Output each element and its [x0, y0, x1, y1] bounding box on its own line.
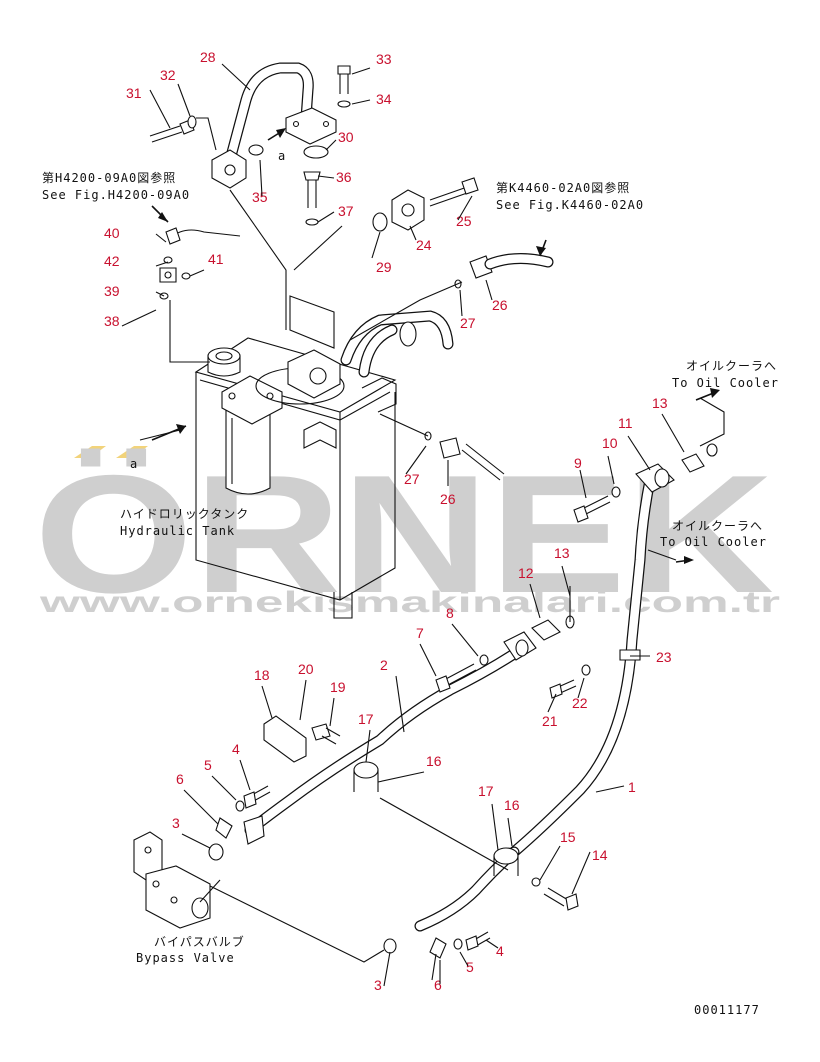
- callout-35: 35: [252, 189, 268, 205]
- callout-20: 20: [298, 661, 314, 677]
- callout-27a: 27: [460, 315, 476, 331]
- hydraulic-tank: [194, 295, 454, 619]
- callout-13a: 13: [652, 395, 668, 411]
- callout-18: 18: [254, 667, 270, 683]
- callout-23: 23: [656, 649, 672, 665]
- callout-41: 41: [208, 251, 224, 267]
- callout-31: 31: [126, 85, 142, 101]
- callout-3a: 3: [172, 815, 180, 831]
- part-callouts: 1 2 3 3 4 4 5 5 6 6 7 8 9 10 11 12 13 13…: [104, 49, 672, 993]
- bypass-valve-label-en: Bypass Valve: [136, 951, 235, 965]
- bypass-valve: [133, 831, 211, 929]
- callout-9: 9: [574, 455, 582, 471]
- callout-38: 38: [104, 313, 120, 329]
- callout-5a: 5: [204, 757, 212, 773]
- callout-42: 42: [104, 253, 120, 269]
- callout-10: 10: [602, 435, 618, 451]
- small-orings: [159, 144, 462, 441]
- part-36-bolt: [303, 171, 321, 226]
- bolts-lower: [208, 443, 718, 959]
- part-33-bolt: [337, 65, 351, 108]
- callout-16b: 16: [504, 797, 520, 813]
- callout-32: 32: [160, 67, 176, 83]
- oil-cooler-label-2-en: To Oil Cooler: [660, 535, 767, 549]
- callout-8: 8: [446, 605, 454, 621]
- callout-33: 33: [376, 51, 392, 67]
- hydraulic-tank-label-en: Hydraulic Tank: [120, 524, 235, 538]
- hose-2: [243, 631, 537, 845]
- callout-36: 36: [336, 169, 352, 185]
- bracket-18: [263, 715, 307, 763]
- ref-k4460-jp: 第K4460-02A0図参照: [496, 180, 630, 195]
- callout-40: 40: [104, 225, 120, 241]
- callout-4b: 4: [496, 943, 504, 959]
- callout-leaders: [121, 63, 685, 987]
- drawing-number: 00011177: [694, 1003, 760, 1017]
- oil-cooler-label-1-jp: オイルクーラへ: [686, 359, 777, 373]
- part-26-fitting-mid: [439, 437, 505, 481]
- callout-17b: 17: [478, 783, 494, 799]
- oil-cooler-label-1-en: To Oil Cooler: [672, 376, 779, 390]
- part-26-fitting-top: [469, 253, 554, 279]
- callout-6b: 6: [434, 977, 442, 993]
- callout-2: 2: [380, 657, 388, 673]
- oil-cooler-label-2-jp: オイルクーラへ: [672, 519, 763, 533]
- ref-k4460-en: See Fig.K4460-02A0: [496, 198, 644, 212]
- callout-26a: 26: [492, 297, 508, 313]
- callout-22: 22: [572, 695, 588, 711]
- callout-37: 37: [338, 203, 354, 219]
- bypass-valve-label-jp: バイパスバルブ: [154, 934, 245, 949]
- callout-4a: 4: [232, 741, 240, 757]
- callout-11: 11: [618, 415, 633, 431]
- callout-5b: 5: [466, 959, 474, 975]
- part-28-tube: [211, 62, 337, 189]
- clamp-upper: [353, 761, 379, 792]
- callout-14: 14: [592, 847, 608, 863]
- callout-28: 28: [200, 49, 216, 65]
- arrows: [151, 128, 720, 564]
- callout-30: 30: [338, 129, 354, 145]
- callout-3b: 3: [374, 977, 382, 993]
- part-31-bolt: [149, 115, 197, 143]
- callout-39: 39: [104, 283, 120, 299]
- callout-24: 24: [416, 237, 432, 253]
- sensor-assembly: [159, 227, 241, 283]
- callout-1: 1: [628, 779, 636, 795]
- watermark-url: www.ornekismakinalari.com.tr: [38, 586, 780, 619]
- part-24-block: [391, 177, 479, 231]
- callout-34: 34: [376, 91, 392, 107]
- clamp-lower: [493, 847, 519, 876]
- callout-7: 7: [416, 625, 424, 641]
- callout-12: 12: [518, 565, 534, 581]
- hose-1: [414, 463, 675, 932]
- callout-16a: 16: [426, 753, 442, 769]
- callout-21: 21: [542, 713, 558, 729]
- callout-13b: 13: [554, 545, 570, 561]
- callout-17a: 17: [358, 711, 374, 727]
- circle-a-left: a: [130, 457, 138, 471]
- ref-h4200-en: See Fig.H4200-09A0: [42, 188, 190, 202]
- ref-h4200-jp: 第H4200-09A0図参照: [42, 170, 176, 185]
- callout-26b: 26: [440, 491, 456, 507]
- hydraulic-tank-label-jp: ハイドロリックタンク: [120, 507, 249, 521]
- callout-19: 19: [330, 679, 346, 695]
- callout-6a: 6: [176, 771, 184, 787]
- callout-25: 25: [456, 213, 472, 229]
- circle-a-top: a: [278, 149, 286, 163]
- callout-15: 15: [560, 829, 576, 845]
- callout-29: 29: [376, 259, 392, 275]
- callout-27b: 27: [404, 471, 420, 487]
